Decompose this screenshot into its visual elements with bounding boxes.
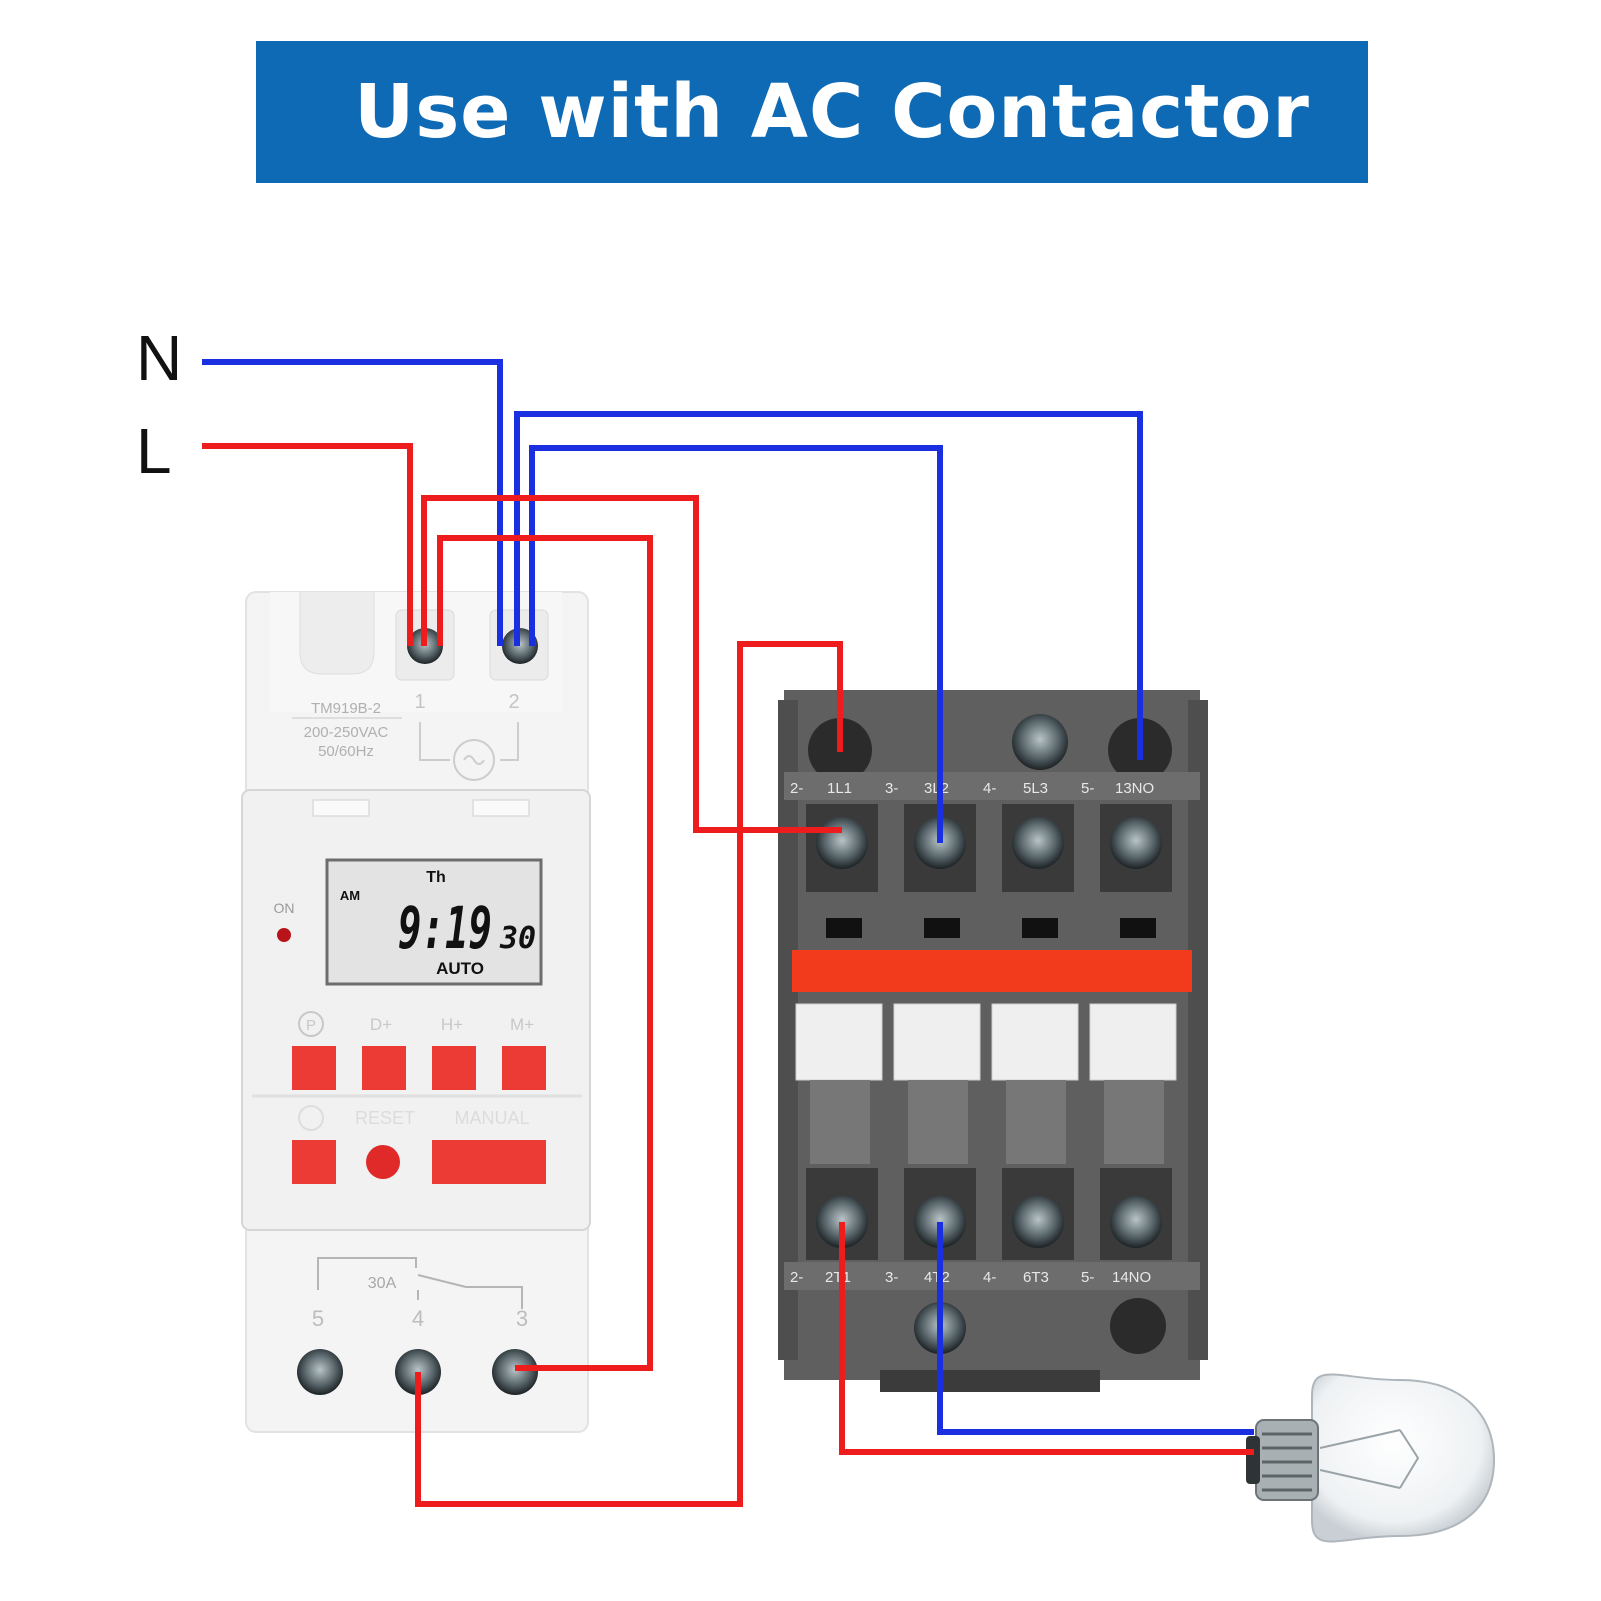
program-icon xyxy=(298,1011,324,1037)
top-label: 13NO xyxy=(1115,780,1154,797)
lcd-mode: AUTO xyxy=(436,959,484,978)
program-button[interactable] xyxy=(292,1046,336,1090)
live-label: L xyxy=(136,415,172,487)
terminal-label-1: 1 xyxy=(414,691,425,713)
button-label-m: M+ xyxy=(510,1015,534,1034)
neutral-wire-to-3l2 xyxy=(529,445,943,843)
live-wire-coil xyxy=(415,641,843,1507)
timer-model: TM919B-2 xyxy=(311,700,381,717)
screw-icon xyxy=(1110,1196,1162,1248)
top-label: 1L1 xyxy=(827,780,852,797)
top-label: 3L2 xyxy=(924,780,949,797)
screw-icon xyxy=(492,1349,538,1395)
motor-symbol-icon xyxy=(453,739,495,781)
reset-label: RESET xyxy=(355,1108,415,1128)
clock-button[interactable] xyxy=(292,1140,336,1184)
relay-rating: 30A xyxy=(368,1275,397,1292)
contactor-bottom-labels: 2- 2T1 3- 4T2 4- 6T3 5- 14NO xyxy=(790,1269,1151,1286)
light-bulb-icon xyxy=(1246,1373,1496,1543)
title-banner: Use with AC Contactor xyxy=(256,41,1368,183)
bottom-label: 3- xyxy=(885,1269,898,1286)
wires xyxy=(202,359,1254,1507)
bottom-label: 4T2 xyxy=(924,1269,950,1286)
ac-contactor: 2- 1L1 3- 3L2 4- 5L3 5- 13NO xyxy=(778,690,1208,1392)
lcd-seconds: 30 xyxy=(499,921,536,956)
lcd-ampm: AM xyxy=(340,888,360,903)
button-label-p: P xyxy=(306,1017,316,1034)
bottom-label: 6T3 xyxy=(1023,1269,1049,1286)
timer-switch: TM919B-2 200-250VAC 50/60Hz 1 2 ON Th AM… xyxy=(241,591,591,1433)
on-indicator-label: ON xyxy=(274,900,295,916)
lcd-display xyxy=(325,858,543,986)
screw-icon xyxy=(1012,1196,1064,1248)
minute-plus-button[interactable] xyxy=(502,1046,546,1090)
button-label-d: D+ xyxy=(370,1015,392,1034)
top-label: 5- xyxy=(1081,780,1094,797)
on-indicator-led xyxy=(277,928,291,942)
bottom-label: 2- xyxy=(790,1269,803,1286)
page-title: Use with AC Contactor xyxy=(354,69,1310,155)
contactor-top-labels: 2- 1L1 3- 3L2 4- 5L3 5- 13NO xyxy=(790,780,1154,797)
live-wire-to-1l1 xyxy=(421,495,842,833)
screw-icon xyxy=(1012,817,1064,869)
button-label-h: H+ xyxy=(441,1015,463,1034)
timer-voltage: 200-250VAC xyxy=(304,724,389,741)
timer-frequency: 50/60Hz xyxy=(318,743,374,760)
manual-label: MANUAL xyxy=(454,1108,529,1128)
lcd-day: Th xyxy=(426,869,446,886)
bottom-label: 5- xyxy=(1081,1269,1094,1286)
terminal-label-4: 4 xyxy=(412,1306,424,1331)
bottom-label: 4- xyxy=(983,1269,996,1286)
terminal-label-2: 2 xyxy=(508,691,519,713)
terminal-label-3: 3 xyxy=(516,1306,528,1331)
screw-icon xyxy=(297,1349,343,1395)
neutral-wire-input xyxy=(202,359,503,646)
neutral-wire-to-13no xyxy=(514,411,1143,760)
contactor-stripe xyxy=(792,950,1192,992)
top-label: 4- xyxy=(983,780,996,797)
terminal-label-5: 5 xyxy=(312,1306,324,1331)
live-wire-input xyxy=(202,443,413,646)
top-label: 5L3 xyxy=(1023,780,1048,797)
bottom-label: 14NO xyxy=(1112,1269,1151,1286)
live-wire-to-terminal-3 xyxy=(437,535,653,1371)
day-plus-button[interactable] xyxy=(362,1046,406,1090)
reset-button[interactable] xyxy=(366,1145,400,1179)
clock-icon xyxy=(298,1105,324,1131)
bottom-label: 2T1 xyxy=(825,1269,851,1286)
manual-button[interactable] xyxy=(432,1140,546,1184)
neutral-label: N xyxy=(136,322,182,394)
top-label: 2- xyxy=(790,780,803,797)
top-label: 3- xyxy=(885,780,898,797)
lcd-time: 9:19 xyxy=(398,894,492,962)
screw-icon xyxy=(1110,817,1162,869)
live-wire-to-bulb xyxy=(839,1222,1254,1455)
screw-icon xyxy=(816,817,868,869)
neutral-wire-to-bulb xyxy=(937,1222,1254,1435)
hour-plus-button[interactable] xyxy=(432,1046,476,1090)
